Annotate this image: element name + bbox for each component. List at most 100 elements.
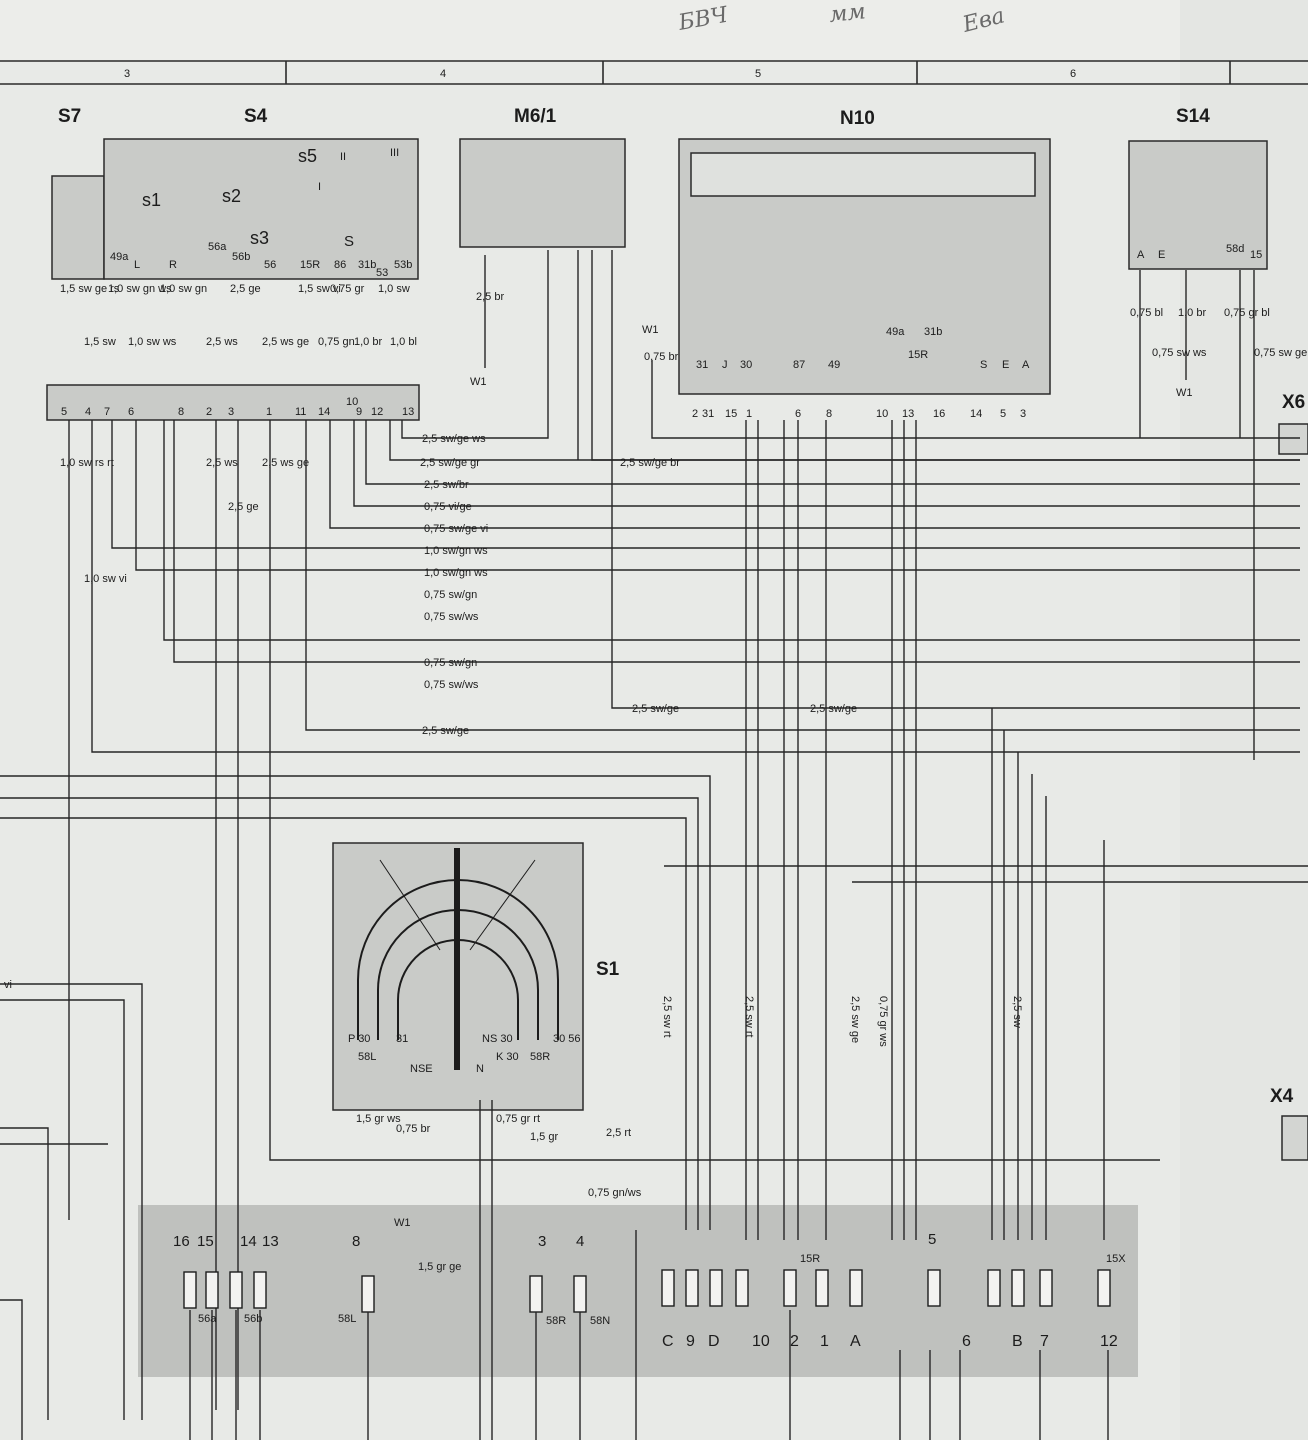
svg-text:2,5 rt: 2,5 rt (606, 1127, 631, 1139)
svg-text:1,5 gr ws: 1,5 gr ws (356, 1113, 401, 1125)
svg-text:86: 86 (334, 259, 346, 271)
switch-labels: s1 s2 s3 s5 S I II III (142, 146, 399, 250)
svg-text:2,5 sw/ge: 2,5 sw/ge (422, 725, 469, 737)
svg-text:1,0 sw/gn ws: 1,0 sw/gn ws (424, 567, 488, 579)
connector-pins: 5 4 7 6 8 2 3 1 11 14 10 9 12 13 (61, 396, 414, 418)
svg-text:0,75 sw ws: 0,75 sw ws (1152, 347, 1207, 359)
svg-text:B: B (1012, 1333, 1023, 1350)
svg-text:6: 6 (795, 408, 801, 420)
s14-box (1128, 140, 1268, 270)
svg-text:31: 31 (702, 408, 714, 420)
svg-text:6: 6 (128, 406, 134, 418)
n10-pins: 2 31 15 1 6 8 10 13 16 14 5 3 (692, 408, 1026, 420)
svg-text:N: N (476, 1063, 484, 1075)
svg-text:R: R (169, 259, 177, 271)
svg-text:11: 11 (295, 406, 306, 418)
bottom-terminals: C 9 D 10 2 1 A 6 B 7 12 (662, 1333, 1118, 1350)
svg-text:W1: W1 (642, 324, 659, 336)
svg-text:2,5 sw/ge br: 2,5 sw/ge br (620, 457, 680, 469)
svg-text:2,5 sw rt: 2,5 sw rt (661, 996, 673, 1038)
svg-text:2,5 ws ge: 2,5 ws ge (262, 336, 309, 348)
svg-text:14: 14 (318, 406, 330, 418)
svg-text:5: 5 (61, 406, 67, 418)
grid-col-5: 5 (755, 68, 761, 80)
svg-text:6: 6 (962, 1333, 971, 1350)
svg-text:5: 5 (1000, 408, 1006, 420)
svg-text:7: 7 (104, 406, 110, 418)
svg-text:1,0 sw vi: 1,0 sw vi (84, 573, 127, 585)
svg-text:4: 4 (85, 406, 91, 418)
svg-text:15: 15 (725, 408, 737, 420)
svg-text:2,5 ws ge: 2,5 ws ge (262, 457, 309, 469)
svg-text:16: 16 (173, 1233, 190, 1250)
svg-text:2: 2 (692, 408, 698, 420)
svg-text:W1: W1 (470, 376, 487, 388)
svg-text:0,75 br: 0,75 br (396, 1123, 431, 1135)
svg-text:1,0 sw: 1,0 sw (378, 283, 410, 295)
svg-text:1: 1 (266, 406, 272, 418)
fuse-numbers: 16 15 14 13 8 3 4 5 (173, 1231, 936, 1250)
svg-text:7: 7 (1040, 1333, 1049, 1350)
svg-text:1,5 gr ge: 1,5 gr ge (418, 1261, 461, 1273)
svg-text:58L: 58L (358, 1051, 376, 1063)
svg-text:12: 12 (371, 406, 383, 418)
svg-text:1,5 sw ge rs: 1,5 sw ge rs (60, 283, 120, 295)
svg-text:1,0 sw ws: 1,0 sw ws (128, 336, 177, 348)
svg-text:15R: 15R (800, 1253, 820, 1265)
svg-text:15R: 15R (300, 259, 320, 271)
x6-connector (1278, 423, 1308, 455)
svg-text:53b: 53b (394, 259, 412, 271)
grid-col-6: 6 (1070, 68, 1076, 80)
svg-text:0,75 gn/ws: 0,75 gn/ws (588, 1187, 642, 1199)
svg-text:13: 13 (402, 406, 414, 418)
m6-1-box (459, 138, 626, 248)
svg-text:2,5 sw/br: 2,5 sw/br (424, 479, 469, 491)
svg-text:31: 31 (696, 359, 708, 371)
bottom-wires (189, 1100, 1109, 1440)
svg-text:s5: s5 (298, 146, 317, 166)
svg-text:1,0 sw/gn ws: 1,0 sw/gn ws (424, 545, 488, 557)
svg-text:W1: W1 (1176, 387, 1193, 399)
s1-lever-arcs (357, 848, 559, 1070)
label-s1: S1 (596, 959, 620, 980)
svg-text:31: 31 (396, 1033, 408, 1045)
svg-text:0,75 sw ge: 0,75 sw ge (1254, 347, 1307, 359)
svg-text:58d: 58d (1226, 243, 1244, 255)
svg-text:15X: 15X (1106, 1253, 1126, 1265)
svg-text:s1: s1 (142, 190, 161, 210)
svg-text:9: 9 (356, 406, 362, 418)
svg-text:II: II (340, 151, 346, 163)
svg-text:E: E (1002, 359, 1009, 371)
fuse-labels: 56a 56b 58L 58R 58N 15R 15X (198, 1253, 1126, 1327)
svg-text:14: 14 (970, 408, 982, 420)
grid-col-4: 4 (440, 68, 446, 80)
svg-text:56: 56 (264, 259, 276, 271)
svg-text:2: 2 (790, 1333, 799, 1350)
svg-text:NSE: NSE (410, 1063, 433, 1075)
s7-box (51, 175, 105, 280)
svg-text:15R: 15R (908, 349, 928, 361)
svg-text:1,0 br: 1,0 br (1178, 307, 1206, 319)
svg-text:5: 5 (928, 1231, 936, 1248)
svg-text:9: 9 (686, 1333, 695, 1350)
svg-text:58N: 58N (590, 1315, 610, 1327)
svg-text:2,5 ge: 2,5 ge (228, 501, 259, 513)
svg-text:P 30: P 30 (348, 1033, 370, 1045)
label-x6: X6 (1282, 392, 1305, 413)
svg-text:8: 8 (352, 1233, 360, 1250)
svg-text:2,5 sw rt: 2,5 sw rt (743, 996, 755, 1038)
svg-text:0,75 gr ws: 0,75 gr ws (877, 996, 889, 1047)
svg-text:0,75 sw/ws: 0,75 sw/ws (424, 679, 479, 691)
svg-text:56b: 56b (232, 251, 250, 263)
fuse-box-area (138, 1205, 1138, 1377)
svg-text:1,0 br: 1,0 br (354, 336, 382, 348)
wire-labels: 2,5 sw/ge ws 2,5 sw/ge gr 2,5 sw/ge br 2… (4, 433, 857, 1199)
svg-text:1: 1 (820, 1333, 829, 1350)
wire-specs-mid: 1,0 sw rs rt 1,0 sw vi 2,5 ws 2,5 ge 2,5… (60, 351, 679, 585)
svg-text:31b: 31b (924, 326, 942, 338)
svg-text:0,75 sw/ge vi: 0,75 sw/ge vi (424, 523, 488, 535)
svg-text:0,75 sw/gn: 0,75 sw/gn (424, 589, 477, 601)
wire-specs-s1: 1,5 gr ws 0,75 br 1,5 gr ge 0,75 gr rt 1… (356, 1113, 558, 1273)
svg-text:2,5 sw/ge ws: 2,5 sw/ge ws (422, 433, 486, 445)
grid-strip (0, 60, 1308, 85)
